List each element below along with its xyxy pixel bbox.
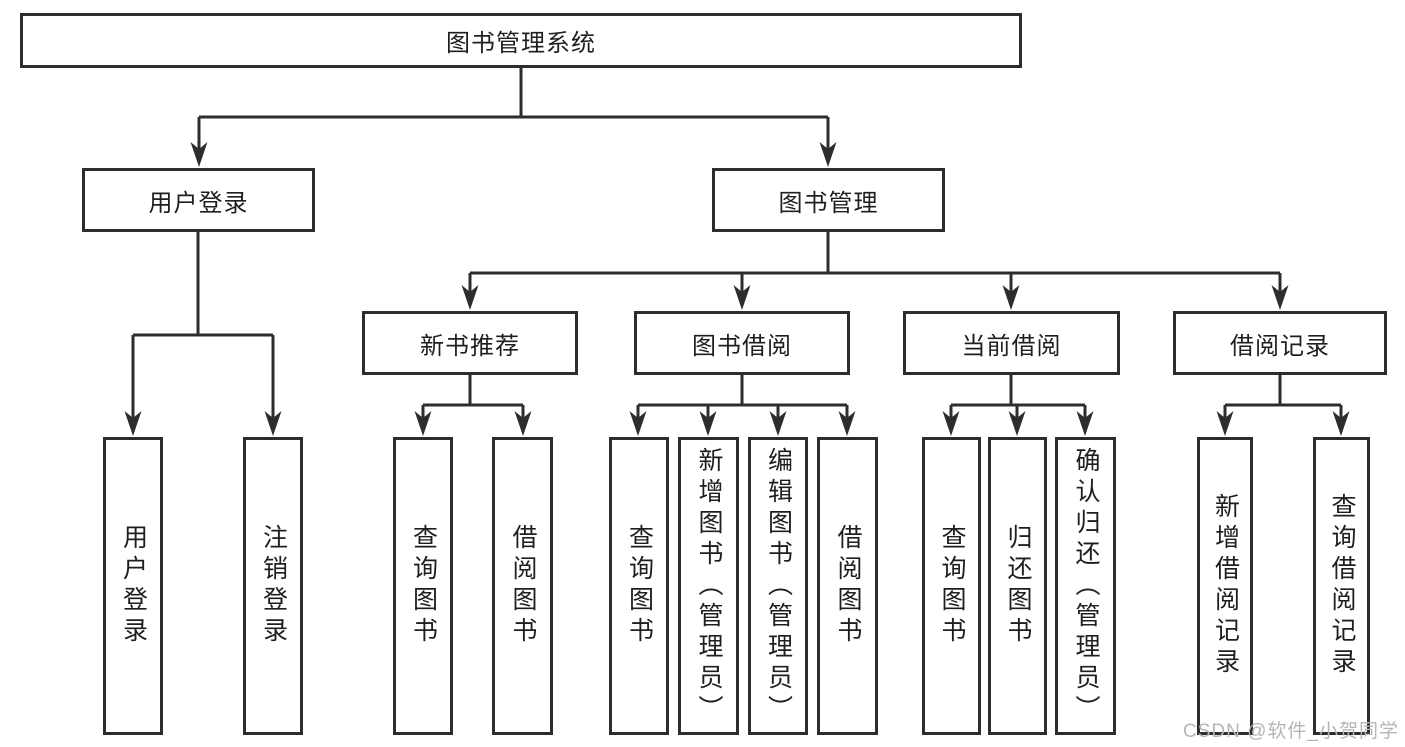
leaf-label: 新增借阅记录 xyxy=(1211,493,1240,679)
arrow-down-icon xyxy=(699,411,717,436)
arrow-down-icon xyxy=(1002,285,1020,310)
node-label: 图书管理系统 xyxy=(446,30,596,57)
leaf-query-book-recommend: 查询图书 xyxy=(393,437,453,735)
leaf-query-book-current: 查询图书 xyxy=(922,437,981,735)
leaf-label: 用户登录 xyxy=(119,524,148,648)
leaf-label: 查询图书 xyxy=(625,524,654,648)
leaf-query-borrow-record: 查询借阅记录 xyxy=(1313,437,1370,735)
leaf-label: 查询借阅记录 xyxy=(1328,493,1356,679)
arrow-down-icon xyxy=(819,142,837,167)
node-label: 新书推荐 xyxy=(420,332,520,360)
node-label: 图书管理 xyxy=(778,189,879,217)
leaf-borrow-book-recommend: 借阅图书 xyxy=(492,437,553,735)
node-book-management: 图书管理 xyxy=(712,168,945,232)
leaf-add-book-admin: 新增图书（管理员） xyxy=(678,437,739,735)
node-label: 借阅记录 xyxy=(1230,332,1330,360)
leaf-label: 编辑图书（管理员） xyxy=(764,446,793,726)
arrow-down-icon xyxy=(1076,411,1094,436)
node-label: 当前借阅 xyxy=(961,332,1062,360)
arrow-down-icon xyxy=(124,411,142,436)
leaf-label: 查询图书 xyxy=(938,524,966,648)
arrow-down-icon xyxy=(514,411,532,436)
csdn-watermark: CSDN @软件_小贺同学 xyxy=(1183,721,1399,742)
leaf-edit-book-admin: 编辑图书（管理员） xyxy=(748,437,808,735)
leaf-label: 借阅图书 xyxy=(509,524,537,648)
leaf-label: 归还图书 xyxy=(1004,524,1032,648)
arrow-down-icon xyxy=(461,285,479,310)
node-borrow-record: 借阅记录 xyxy=(1173,311,1387,375)
leaf-confirm-return-admin: 确认归还（管理员） xyxy=(1055,437,1116,735)
arrow-down-icon xyxy=(769,411,787,436)
leaf-add-borrow-record: 新增借阅记录 xyxy=(1197,437,1253,735)
leaf-label: 注销登录 xyxy=(259,524,288,648)
leaf-label: 新增图书（管理员） xyxy=(695,446,723,726)
arrow-down-icon xyxy=(1216,411,1234,436)
node-label: 图书借阅 xyxy=(692,332,792,360)
node-book-borrow: 图书借阅 xyxy=(634,311,850,375)
leaf-query-book-borrow: 查询图书 xyxy=(609,437,669,735)
leaf-label: 借阅图书 xyxy=(834,524,862,648)
arrow-down-icon xyxy=(1008,411,1026,436)
arrow-down-icon xyxy=(190,142,208,167)
leaf-return-book: 归还图书 xyxy=(988,437,1047,735)
arrow-down-icon xyxy=(942,411,960,436)
node-current-borrow: 当前借阅 xyxy=(903,311,1120,375)
leaf-borrow-book: 借阅图书 xyxy=(817,437,878,735)
leaf-user-login: 用户登录 xyxy=(103,437,163,735)
node-user-login: 用户登录 xyxy=(82,168,315,232)
arrow-down-icon xyxy=(629,411,647,436)
leaf-label: 查询图书 xyxy=(409,524,438,648)
arrow-down-icon xyxy=(414,411,432,436)
leaf-logout: 注销登录 xyxy=(243,437,303,735)
arrow-down-icon xyxy=(733,285,751,310)
arrow-down-icon xyxy=(1332,411,1350,436)
node-label: 用户登录 xyxy=(148,189,249,217)
leaf-label: 确认归还（管理员） xyxy=(1072,446,1100,726)
arrow-down-icon xyxy=(838,411,856,436)
arrow-down-icon xyxy=(1271,285,1289,310)
arrow-down-icon xyxy=(264,411,282,436)
node-root-system: 图书管理系统 xyxy=(20,13,1022,68)
node-new-book-recommend: 新书推荐 xyxy=(362,311,578,375)
